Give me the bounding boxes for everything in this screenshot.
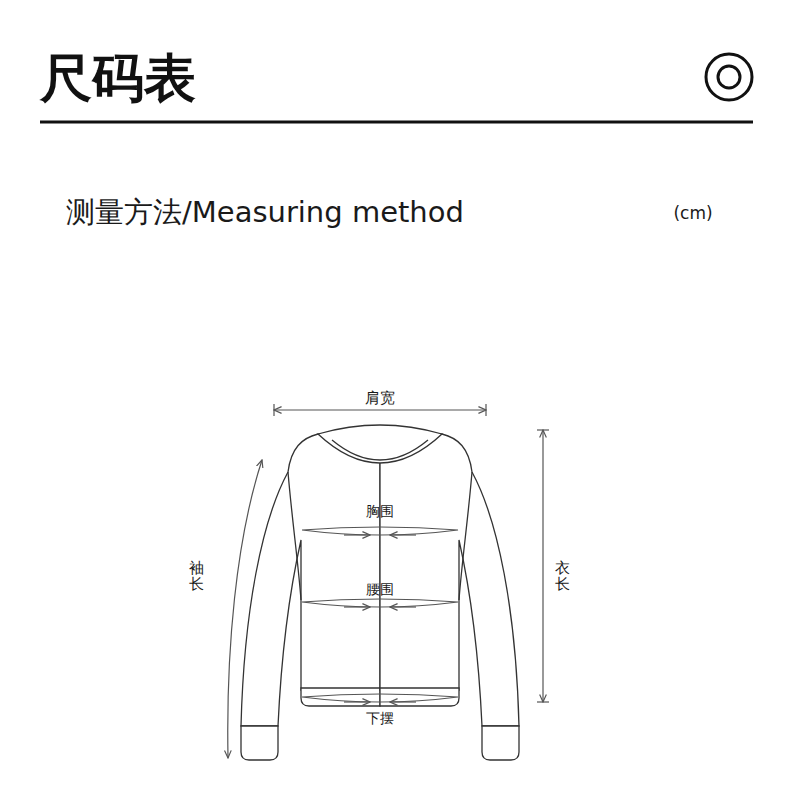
dimension-label: 袖长 bbox=[189, 560, 204, 593]
title-rule bbox=[40, 121, 753, 124]
page-title: 尺码表 bbox=[40, 44, 196, 114]
dimension-label: 胸围 bbox=[366, 503, 394, 521]
sweater-outline bbox=[241, 425, 519, 760]
target-icon bbox=[706, 54, 752, 100]
dimension-label: 肩宽 bbox=[365, 389, 395, 408]
dimension-label: 腰围 bbox=[366, 581, 394, 599]
unit-note: (cm) bbox=[673, 203, 712, 223]
dimension-label: 下摆 bbox=[366, 710, 394, 728]
measure-lines bbox=[228, 404, 549, 758]
subtitle: 测量方法/Measuring method bbox=[66, 193, 464, 233]
dimension-label: 衣长 bbox=[555, 560, 570, 593]
